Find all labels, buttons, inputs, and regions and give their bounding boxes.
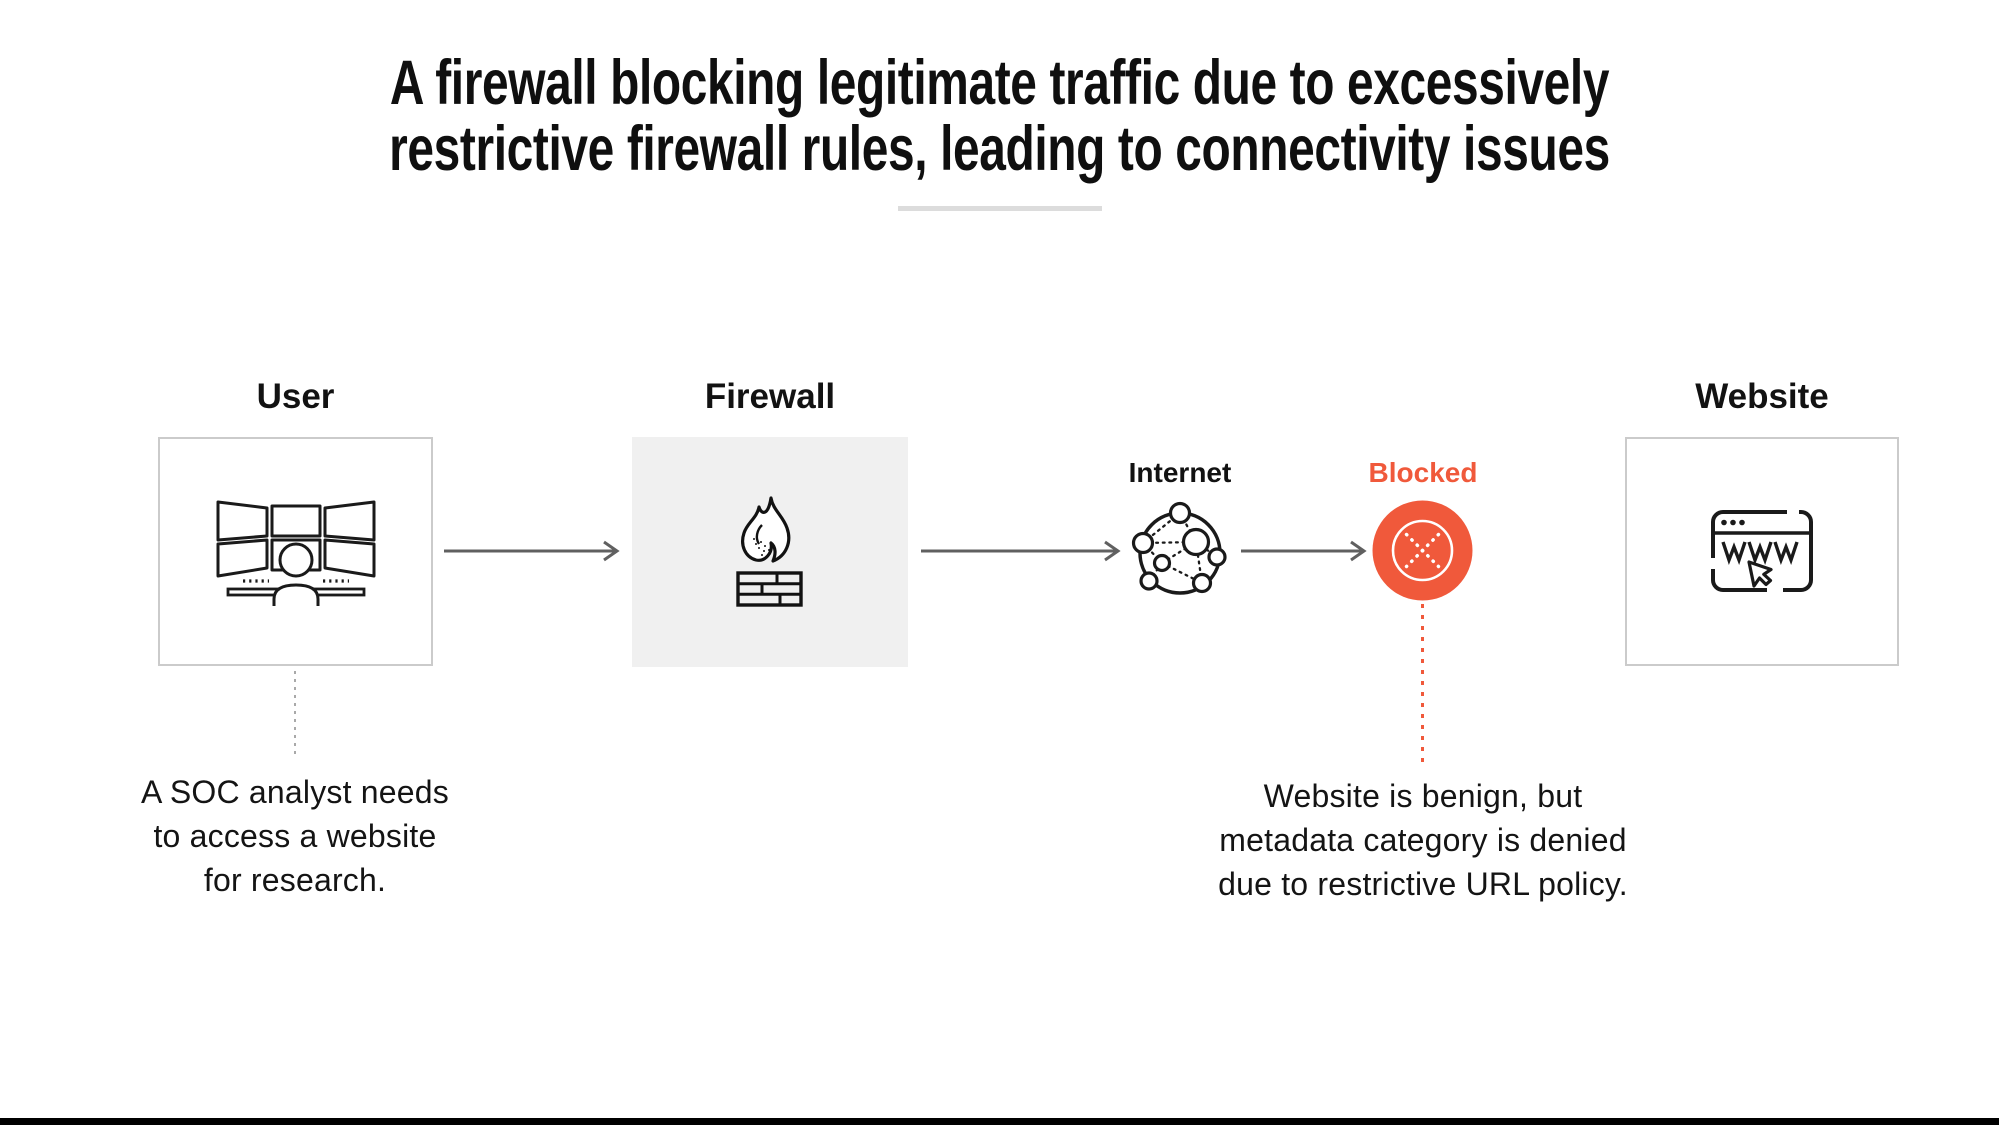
user-caption: A SOC analyst needs to access a website … xyxy=(141,774,449,898)
blocked-caption-connector xyxy=(1421,604,1424,766)
page-title: A firewall blocking legitimate traffic d… xyxy=(389,48,1610,184)
arrow-internet-to-blocked xyxy=(1241,540,1367,562)
firewall-label: Firewall xyxy=(704,377,836,416)
title-divider xyxy=(898,206,1102,211)
arrow-user-to-firewall xyxy=(444,540,620,562)
user-label: User xyxy=(256,377,335,416)
network-globe-icon xyxy=(1131,501,1227,595)
firewall-box xyxy=(632,437,908,667)
browser-www-icon xyxy=(1710,508,1813,593)
internet-label: Internet xyxy=(1128,457,1232,488)
blocked-label: Blocked xyxy=(1368,457,1478,488)
user-box xyxy=(158,437,433,666)
blocked-caption: Website is benign, but metadata category… xyxy=(1218,778,1628,902)
website-box xyxy=(1625,437,1899,666)
user-caption-connector xyxy=(294,671,296,759)
soc-analyst-workstation-icon xyxy=(216,500,375,606)
firewall-flame-bricks-icon xyxy=(736,496,803,607)
website-label: Website xyxy=(1695,377,1829,416)
bottom-letterbox-bar xyxy=(0,1118,1999,1125)
blocked-cross-circle-icon xyxy=(1372,500,1473,601)
arrow-firewall-to-internet xyxy=(921,540,1121,562)
